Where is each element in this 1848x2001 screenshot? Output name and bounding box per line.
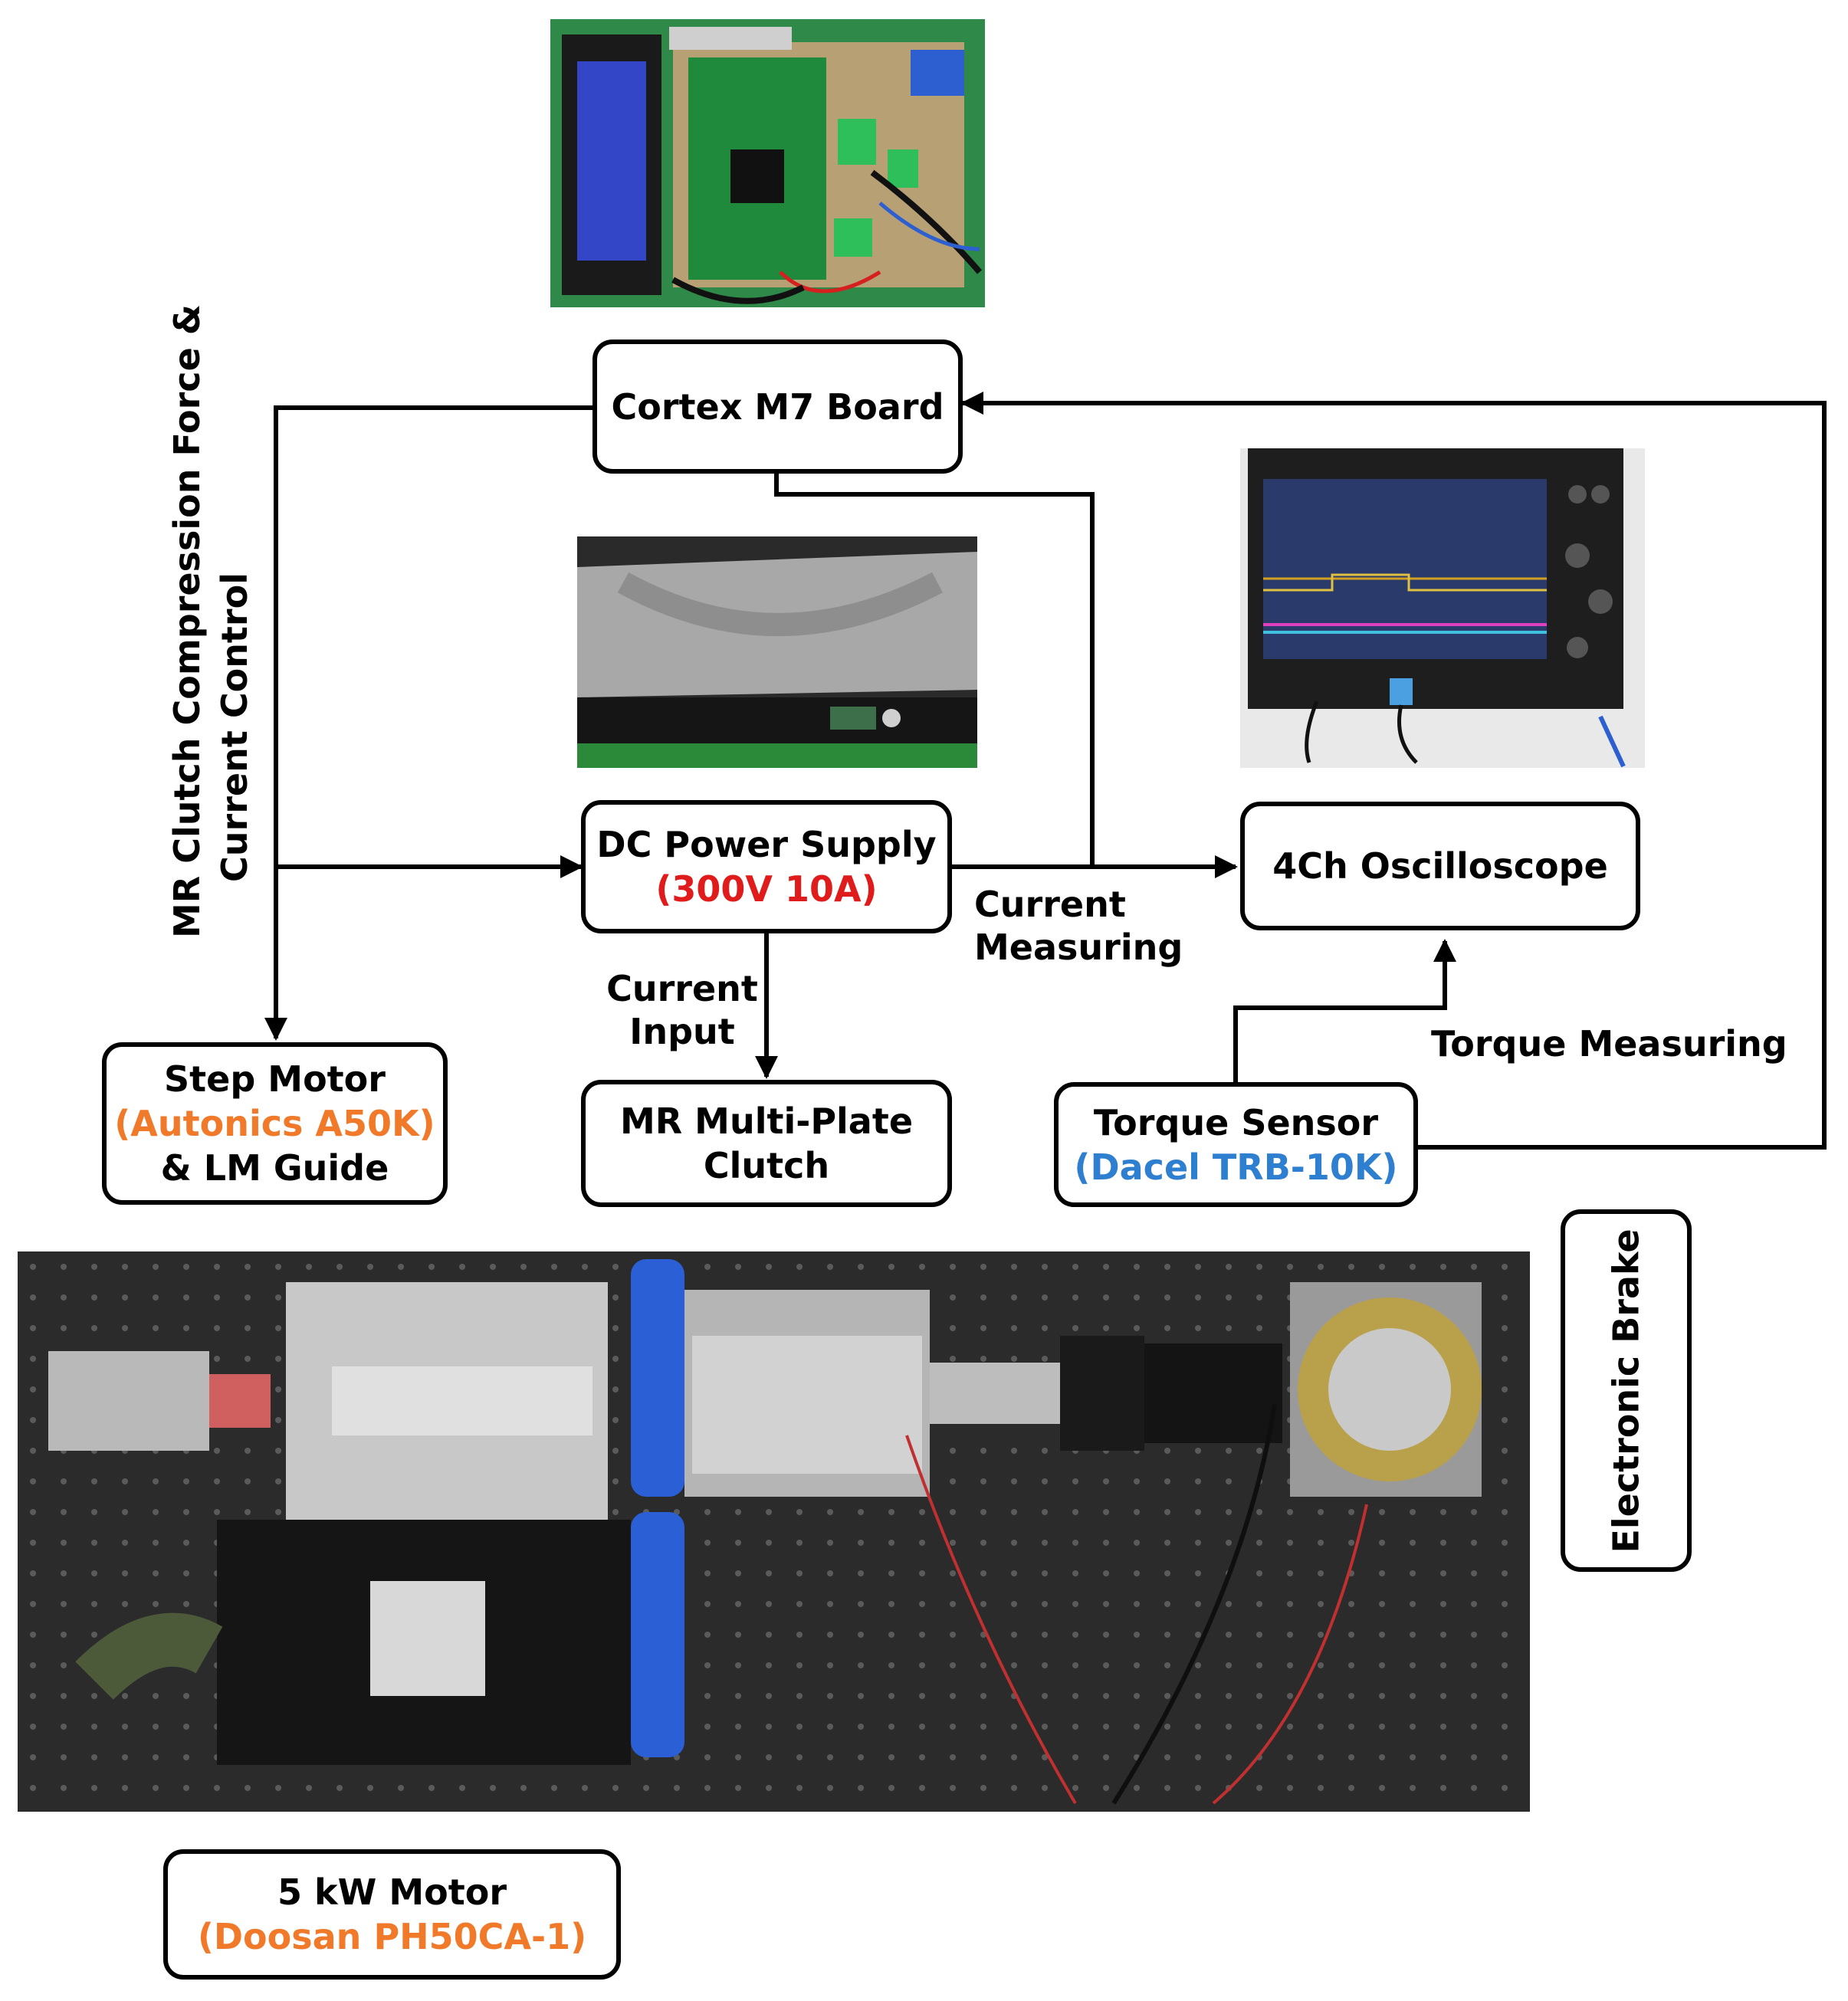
current-measuring-label: Current Measuring <box>974 883 1183 969</box>
torque-measuring-label: Torque Measuring <box>1431 1023 1787 1064</box>
control-label-line1: MR Clutch Compression Force & <box>166 304 208 938</box>
motor-5kw-box: 5 kW Motor (Doosan PH50CA-1) <box>163 1849 621 1980</box>
dc-power-supply-box: DC Power Supply (300V 10A) <box>581 800 952 933</box>
test-bench-photo <box>18 1251 1530 1812</box>
current-input-label: Current Input <box>606 967 759 1053</box>
motor-5kw-model: (Doosan PH50CA-1) <box>197 1916 587 1957</box>
torque-sensor-model: (Dacel TRB-10K) <box>1074 1146 1398 1188</box>
cortex-m7-board-box: Cortex M7 Board <box>592 340 963 474</box>
control-label-line2: Current Control <box>214 572 255 882</box>
dc-power-supply-photo <box>577 536 977 768</box>
current-input-line1: Current <box>606 968 758 1009</box>
control-label: MR Clutch Compression Force & Current Co… <box>163 304 263 938</box>
step-motor-model: (Autonics A50K) <box>114 1103 435 1144</box>
controller-board-photo <box>550 19 985 307</box>
oscilloscope-box: 4Ch Oscilloscope <box>1240 802 1640 930</box>
current-input-line2: Input <box>629 1011 735 1052</box>
motor-5kw-label: 5 kW Motor <box>277 1871 507 1913</box>
electronic-brake-box: Electronic Brake <box>1561 1209 1692 1572</box>
dc-power-supply-spec: (300V 10A) <box>655 868 878 910</box>
torque-sensor-label: Torque Sensor <box>1093 1101 1379 1143</box>
step-motor-box: Step Motor (Autonics A50K) & LM Guide <box>102 1042 448 1205</box>
step-motor-label: Step Motor <box>164 1058 386 1100</box>
lm-guide-label: & LM Guide <box>160 1147 389 1189</box>
mr-clutch-label-line2: Clutch <box>703 1145 830 1186</box>
dc-power-supply-label: DC Power Supply <box>596 824 937 865</box>
cortex-m7-board-label: Cortex M7 Board <box>611 385 944 428</box>
current-measuring-line1: Current <box>974 884 1126 925</box>
mr-clutch-label-line1: MR Multi-Plate <box>619 1101 914 1142</box>
oscilloscope-label: 4Ch Oscilloscope <box>1272 845 1608 887</box>
current-measuring-line2: Measuring <box>974 927 1183 968</box>
torque-sensor-box: Torque Sensor (Dacel TRB-10K) <box>1054 1082 1418 1207</box>
electronic-brake-label: Electronic Brake <box>1605 1228 1647 1553</box>
mr-clutch-box: MR Multi-Plate Clutch <box>581 1080 952 1207</box>
oscilloscope-photo <box>1240 448 1645 768</box>
